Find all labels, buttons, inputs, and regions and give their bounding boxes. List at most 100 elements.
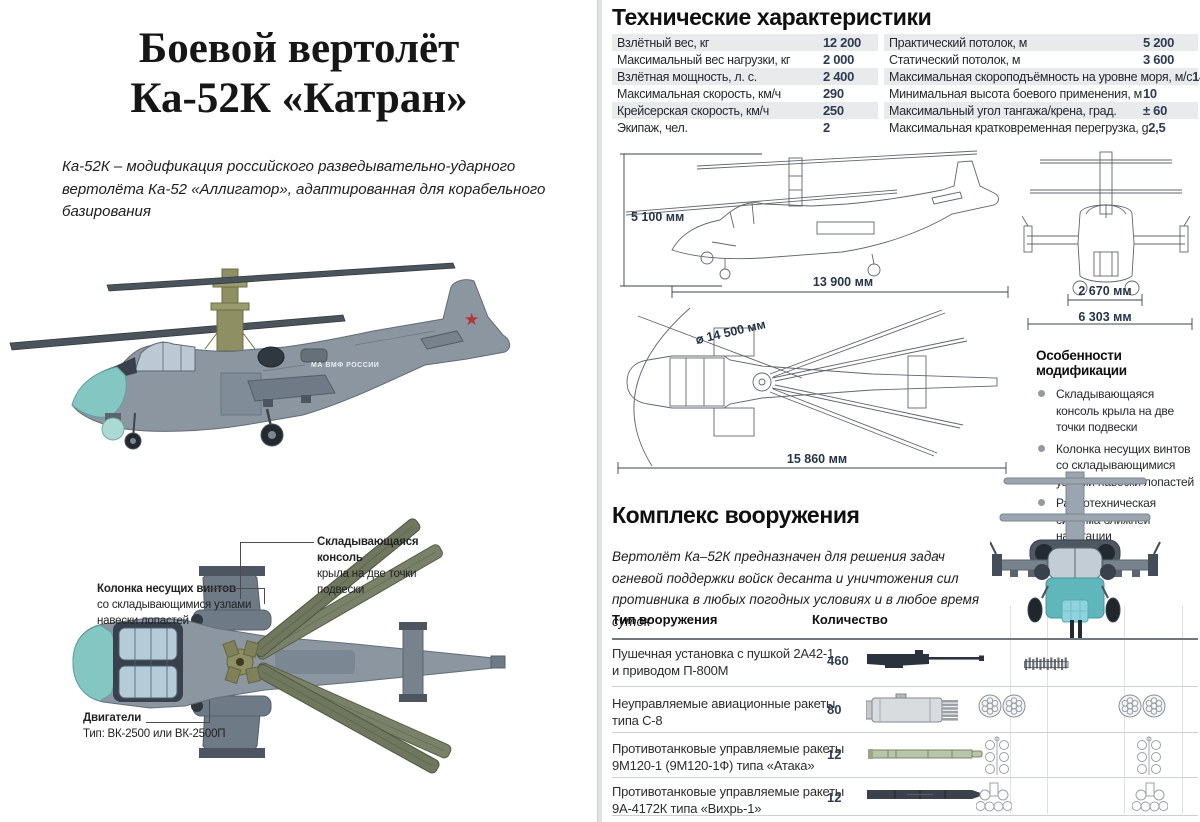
weapon-qty: 80: [827, 702, 842, 717]
rocket-pod-section-icon: [978, 694, 1026, 718]
callout-leader-line: [146, 722, 210, 723]
callout-leader-line: [264, 588, 265, 604]
spec-label: Максимальная скороподъёмность на уровне …: [889, 69, 1193, 84]
page-title-line1: Боевой вертолёт: [138, 25, 460, 72]
table-divider: [612, 638, 1198, 640]
spec-label: Взлётный вес, кг: [617, 35, 710, 50]
callout-folding-wing-title: Складывающаяся консоль: [317, 536, 419, 565]
spec-row: Взлётный вес, кг 12 200: [612, 34, 878, 51]
rocket-pod-section-icon: [1118, 694, 1166, 718]
spec-row: Крейсерская скорость, км/ч 250: [612, 102, 878, 119]
fuselage-marking: МА ВМФ РОССИИ: [311, 362, 379, 369]
missile-rack-icon: [985, 736, 1009, 775]
ataka-missile-icon: [868, 749, 983, 759]
spec-value: 5 200: [1143, 35, 1175, 50]
folded-rotor-blades: [253, 518, 452, 774]
spec-value: 10: [1143, 86, 1157, 101]
row-divider: [612, 777, 1198, 778]
spec-label: Крейсерская скорость, км/ч: [617, 103, 769, 118]
callout-rotor-column-title: Колонка несущих винтов: [97, 583, 236, 595]
bullet-icon: [1038, 390, 1045, 397]
callout-folding-wing-text: крыла на две точки подвески: [317, 568, 417, 597]
callout-folding-wing: Складывающаяся консоль крыла на две точк…: [317, 534, 449, 598]
weapon-qty: 12: [827, 790, 842, 805]
row-divider: [612, 686, 1198, 687]
weapon-row-s8: Неуправляемые авиационные ракеты типа С-…: [612, 686, 1200, 732]
features-heading: Особенности модификации: [1036, 348, 1127, 378]
spec-value: 290: [823, 86, 844, 101]
weapon-name: Неуправляемые авиационные ракеты типа С-…: [612, 695, 857, 729]
page-title: Боевой вертолёт Ка-52К «Катран»: [0, 24, 598, 125]
spec-label: Максимальный угол тангажа/крена, град.: [889, 103, 1117, 118]
spec-row: Экипаж, чел.2: [612, 119, 878, 136]
spec-value: 2 000: [823, 52, 855, 67]
missile-rack-icon: [1137, 736, 1161, 775]
ammo-belt-icon: [1024, 657, 1069, 670]
hardpoint-guide-line: [1182, 606, 1183, 814]
dim-length: 13 900 мм: [812, 275, 874, 289]
weapon-row-cannon: Пушечная установка с пушкой 2А42-1 и при…: [612, 638, 1200, 686]
spec-value: 14: [1192, 69, 1200, 84]
spec-label: Максимальный вес нагрузки, кг: [617, 52, 791, 67]
helicopter-top-view-illustration: [72, 518, 506, 774]
row-divider: [612, 815, 1198, 816]
row-divider: [612, 732, 1198, 733]
spec-row: Максимальный угол тангажа/крена, град.± …: [884, 102, 1198, 119]
rocket-pod-icon: [866, 693, 958, 723]
spec-value: 2: [823, 120, 830, 135]
weapon-name-line2: типа С-8: [612, 713, 663, 729]
side-view-schematic: [620, 150, 1009, 298]
cannon-icon: [867, 650, 984, 668]
page-title-line2: Ка-52К «Катран»: [130, 75, 468, 123]
spec-value: 2,5: [1148, 120, 1166, 135]
spec-value: 2 400: [823, 69, 855, 84]
dim-wheel-track: 2 670 мм: [1078, 284, 1132, 298]
spec-row: Максимальный вес нагрузки, кг 2 000: [612, 51, 878, 68]
dim-folded-length: 15 860 мм: [786, 452, 848, 466]
spec-row: Взлётная мощность, л. с. 2 400: [612, 68, 878, 85]
callout-leader-line: [240, 542, 314, 543]
front-view-schematic: [1022, 151, 1193, 330]
callout-leader-line: [240, 542, 241, 599]
weapon-name-line1: Противотанковые управляемые ракеты: [612, 784, 844, 799]
spec-row: Максимальная скороподъёмность на уровне …: [884, 68, 1200, 85]
weapon-qty: 12: [827, 747, 842, 762]
spec-label: Максимальная кратковременная перегрузка,…: [889, 120, 1149, 135]
spec-label: Взлётная мощность, л. с.: [617, 69, 757, 84]
spec-label: Минимальная высота боевого применения, м: [889, 86, 1142, 101]
missile-rack-icon: [1132, 782, 1168, 812]
red-star-icon: ★: [464, 310, 479, 329]
weapon-row-vikhr: Противотанковые управляемые ракеты 9А-41…: [612, 777, 1200, 817]
weapon-qty: 460: [827, 653, 849, 668]
bullet-icon: [1038, 499, 1045, 507]
spec-value: 250: [823, 103, 844, 118]
spec-row: Минимальная высота боевого применения, м…: [884, 85, 1198, 102]
weapon-name: Противотанковые управляемые ракеты 9А-41…: [612, 783, 857, 817]
weapon-name-line2: 9М120-1 (9М120-1Ф) типа «Атака»: [612, 758, 815, 774]
specs-heading: Технические характеристики: [612, 4, 932, 30]
dim-height: 5 100 мм: [631, 210, 685, 224]
weapons-description: Вертолёт Ка–52К предназначен для решения…: [612, 549, 980, 629]
callout-engines-text: Тип: ВК-2500 или ВК-2500П: [83, 728, 226, 741]
weapon-name-line1: Пушечная установка с пушкой 2А42-1: [612, 646, 835, 661]
weapon-name-line2: 9А-4172К типа «Вихрь-1»: [612, 801, 762, 817]
weapons-heading: Комплекс вооружения: [612, 502, 860, 528]
callout-rotor-column: Колонка несущих винтов со складывающимис…: [97, 581, 265, 629]
helicopter-front-view-illustration: [990, 471, 1161, 638]
weapon-name: Пушечная установка с пушкой 2А42-1 и при…: [612, 645, 857, 679]
callout-engines-title: Двигатели: [83, 712, 142, 724]
callout-engines: Двигатели Тип: ВК-2500 или ВК-2500П: [83, 710, 273, 742]
weapons-col-type: Тип вооружения: [612, 612, 718, 627]
weapon-name-line1: Неуправляемые авиационные ракеты: [612, 696, 836, 711]
weapon-name: Противотанковые управляемые ракеты 9М120…: [612, 740, 857, 774]
feature-item: Складывающаяся консоль крыла на две точк…: [1036, 386, 1200, 436]
feature-text: Складывающаяся консоль крыла на две точк…: [1056, 387, 1174, 435]
spec-row: Максимальная кратковременная перегрузка,…: [884, 119, 1198, 136]
dim-wing-span: 6 303 мм: [1078, 310, 1132, 324]
spec-value: 12 200: [823, 35, 861, 50]
weapon-name-line1: Противотанковые управляемые ракеты: [612, 741, 844, 756]
